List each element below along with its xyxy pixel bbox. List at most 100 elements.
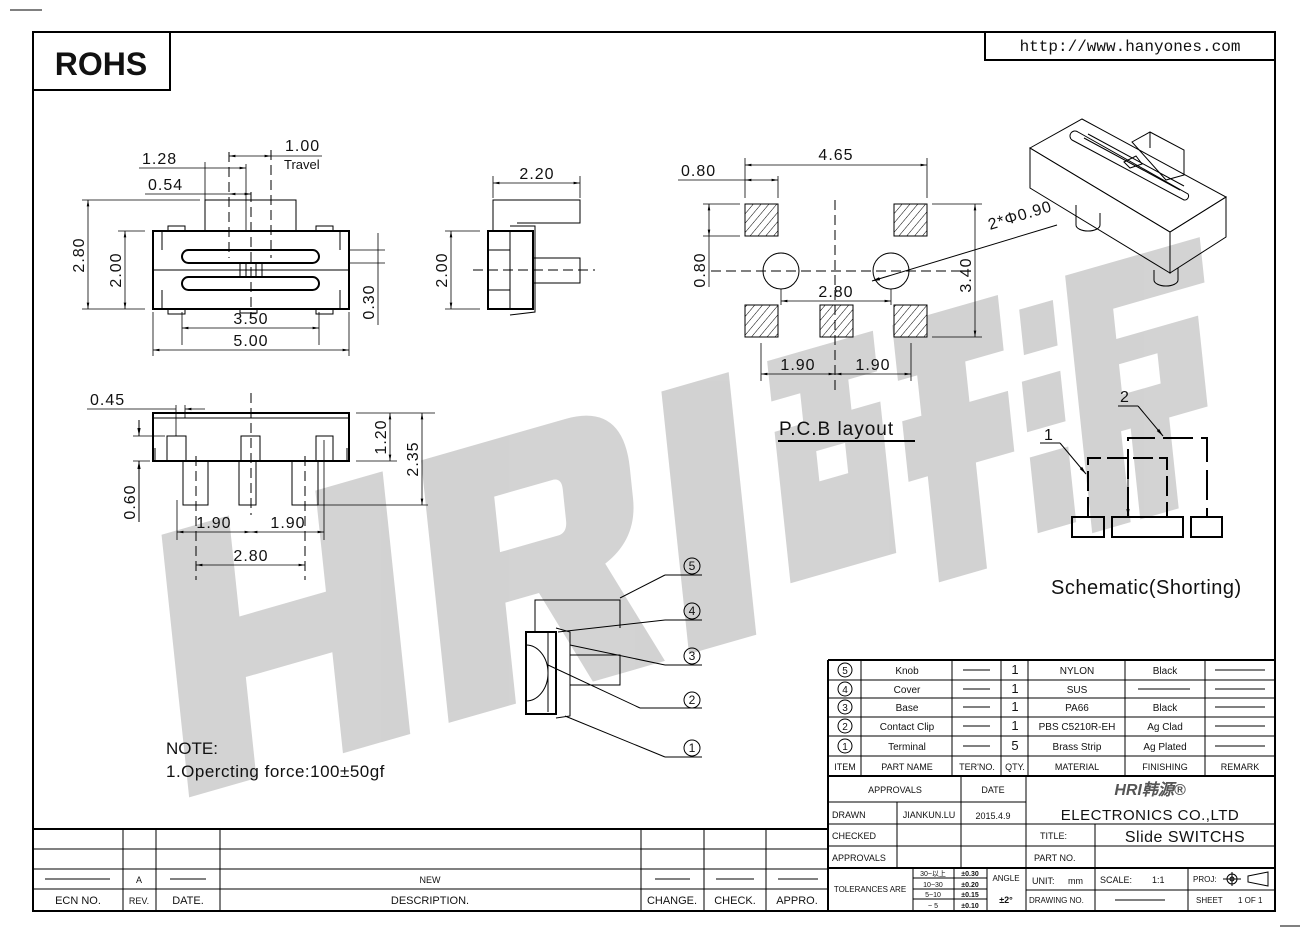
drawing-no-label: DRAWING NO.: [1029, 896, 1084, 905]
company-logo: HRI韩源®: [1114, 781, 1186, 799]
drawn-date: 2015.4.9: [975, 811, 1010, 821]
part-item-number: 3: [842, 703, 848, 714]
projection-symbol-icon: [1223, 871, 1269, 887]
part-name: Terminal: [888, 742, 926, 753]
part-name: Base: [896, 703, 919, 714]
part-material: NYLON: [1060, 666, 1094, 677]
sheet-label: SHEET: [1196, 896, 1223, 905]
dim-1-90-left: 1.90: [196, 515, 231, 532]
dim-1-28: 1.28: [142, 151, 177, 168]
tol-value-1: ±0.30: [961, 871, 979, 878]
part-item-number: 2: [842, 722, 848, 733]
item-circle: [837, 699, 853, 715]
drawn-label: DRAWN: [832, 810, 866, 820]
dim-2-80: 2.80: [71, 237, 88, 272]
part-name: Contact Clip: [880, 722, 935, 733]
unit-value: mm: [1068, 876, 1083, 886]
dim-2-00: 2.00: [108, 252, 125, 287]
company-name: ELECTRONICS CO.,LTD: [1061, 807, 1239, 824]
angle-label: ANGLE: [992, 874, 1019, 883]
part-material: PA66: [1065, 703, 1089, 714]
parts-header-material: MATERIAL: [1055, 762, 1099, 772]
part-qty: 1: [1011, 662, 1018, 677]
part-finishing: Ag Plated: [1143, 742, 1186, 753]
tol-range-4: ~ 5: [928, 903, 938, 910]
scale-label: SCALE:: [1100, 875, 1132, 885]
dim-1-00: 1.00: [285, 138, 320, 155]
part-material: SUS: [1067, 685, 1088, 696]
svg-text:2: 2: [689, 693, 696, 707]
drawn-by: JIANKUN.LU: [903, 810, 956, 820]
header-check: CHECK.: [714, 895, 756, 907]
tol-range-1: 30~以上: [920, 869, 946, 878]
dim-5-00: 5.00: [233, 333, 268, 350]
part-finishing: Ag Clad: [1147, 722, 1183, 733]
part-finishing: Black: [1153, 666, 1178, 677]
note-title: NOTE:: [166, 739, 218, 758]
scale-value: 1:1: [1152, 875, 1165, 885]
unit-label: UNIT:: [1032, 876, 1055, 886]
schematic-title: Schematic(Shorting): [1051, 577, 1242, 599]
part-qty: 1: [1011, 681, 1018, 696]
dim-0-60: 0.60: [122, 484, 139, 519]
dim-2-35: 2.35: [405, 441, 422, 476]
exploded-view: 5 4 3 2 1: [525, 557, 702, 758]
bottom-view: 0.45 1.20 2.35 0.60 1.90 1.90 2.80: [87, 392, 435, 580]
title-block: APPROVALS DATE DRAWN JIANKUN.LU 2015.4.9…: [828, 776, 1275, 911]
rohs-badge: ROHS: [32, 31, 171, 91]
travel-label: Travel: [284, 157, 320, 172]
drawing-title: Slide SWITCHS: [1125, 829, 1245, 846]
tol-range-2: 10~30: [923, 882, 943, 889]
parts-header-finishing: FINISHING: [1142, 762, 1188, 772]
header-date: DATE.: [172, 895, 204, 907]
drawing-border: [32, 31, 1276, 912]
approvals-label: APPROVALS: [868, 785, 922, 795]
sheet-value: 1 OF 1: [1238, 896, 1263, 905]
part-item-number: 1: [842, 742, 848, 753]
part-material: PBS C5210R-EH: [1039, 722, 1116, 733]
side-view: 2.20 2.00: [434, 166, 595, 316]
parts-header-qty: QTY.: [1005, 762, 1025, 772]
header-desc: DESCRIPTION.: [391, 895, 469, 907]
website-url[interactable]: http://www.hanyones.com: [984, 31, 1276, 61]
item-circle: [837, 662, 853, 678]
dim-3-40: 3.40: [958, 257, 975, 292]
header-ecn: ECN NO.: [55, 895, 101, 907]
svg-text:1: 1: [689, 741, 696, 755]
callout-4: 4: [683, 602, 701, 620]
part-item-number: 4: [842, 685, 848, 696]
item-circle: [837, 738, 853, 754]
callout-5: 5: [683, 557, 701, 575]
svg-text:ROHS: ROHS: [55, 46, 147, 82]
parts-header-remark: REMARK: [1221, 762, 1260, 772]
dim-0-54: 0.54: [148, 177, 183, 194]
part-qty: 1: [1011, 718, 1018, 733]
parts-header-name: PART NAME: [881, 762, 933, 772]
dim-3-50: 3.50: [233, 311, 268, 328]
callout-3: 3: [683, 647, 701, 665]
schematic-label-1: 1: [1044, 427, 1054, 444]
part-name: Cover: [894, 685, 921, 696]
schematic-label-2: 2: [1120, 389, 1130, 406]
dim-2-80-pcb: 2.80: [818, 284, 853, 301]
dim-0-80-h: 0.80: [681, 163, 716, 180]
parts-table: ITEM PART NAME TER'NO. QTY. MATERIAL FIN…: [828, 659, 1275, 777]
svg-text:4: 4: [689, 604, 696, 618]
approvals-label-2: APPROVALS: [832, 853, 886, 863]
front-view: 1.28 0.54 1.00 Travel 2.80 2.00 0.30 3.5…: [71, 138, 385, 356]
svg-text:5: 5: [689, 559, 696, 573]
dim-0-45: 0.45: [90, 392, 125, 409]
dim-1-20: 1.20: [373, 419, 390, 454]
part-finishing: Black: [1153, 703, 1178, 714]
part-qty: 5: [1011, 738, 1018, 753]
part-item-number: 5: [842, 666, 848, 677]
dim-1-90-pcb-right: 1.90: [855, 357, 890, 374]
dim-0-80-v: 0.80: [692, 252, 709, 287]
tol-value-2: ±0.20: [961, 882, 979, 889]
dim-1-90-right: 1.90: [270, 515, 305, 532]
callout-1: 1: [683, 739, 701, 757]
item-circle: [837, 681, 853, 697]
dim-0-30: 0.30: [361, 284, 378, 319]
title-label: TITLE:: [1040, 831, 1067, 841]
schematic-diagram: 1 2 Schematic(Shorting): [1040, 389, 1242, 599]
